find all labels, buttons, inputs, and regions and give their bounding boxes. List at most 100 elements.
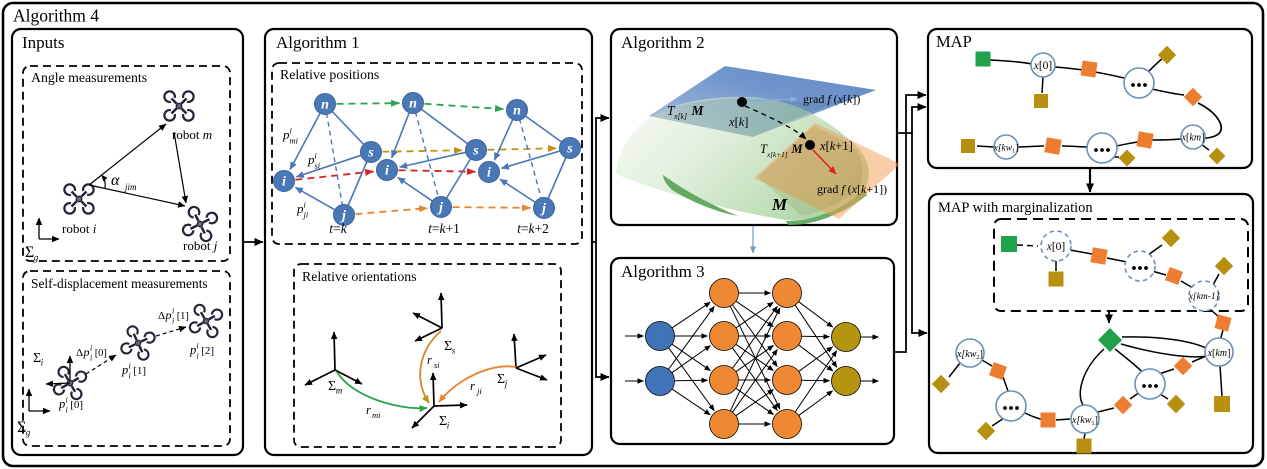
svg-text:Relative positions: Relative positions xyxy=(280,67,379,82)
svg-text:i: i xyxy=(172,317,174,326)
svg-text:x[kw2]: x[kw2] xyxy=(956,349,983,361)
svg-text:p: p xyxy=(121,363,128,377)
svg-text:Δ: Δ xyxy=(76,347,83,359)
svg-text:s: s xyxy=(566,142,573,157)
svg-text:ji: ji xyxy=(476,386,482,396)
svg-text:[2]: [2] xyxy=(201,345,214,357)
svg-text:robot i: robot i xyxy=(62,221,97,236)
svg-text:Algorithm 1: Algorithm 1 xyxy=(276,33,360,52)
svg-text:Σ: Σ xyxy=(328,379,336,394)
svg-text:x[0]: x[0] xyxy=(1033,60,1053,72)
svg-text:i: i xyxy=(66,396,68,405)
svg-text:[0]: [0] xyxy=(95,348,107,359)
svg-text:[1]: [1] xyxy=(133,365,146,377)
svg-text:m: m xyxy=(336,386,343,396)
svg-text:g: g xyxy=(26,428,31,438)
svg-text:p: p xyxy=(165,308,172,322)
svg-text:t=k: t=k xyxy=(329,221,347,236)
svg-text:x[0]: x[0] xyxy=(1046,241,1066,253)
svg-text:p: p xyxy=(83,345,90,359)
svg-text:robot m: robot m xyxy=(172,127,212,142)
svg-text:Self-displacement measurements: Self-displacement measurements xyxy=(31,276,208,291)
svg-text:Σ: Σ xyxy=(25,244,34,261)
svg-text:i: i xyxy=(90,344,92,353)
svg-text:Σ: Σ xyxy=(17,419,26,436)
svg-text:M: M xyxy=(691,103,705,118)
svg-text:x[k]: x[k] xyxy=(728,115,748,129)
svg-text:n: n xyxy=(513,104,521,119)
svg-text:T: T xyxy=(760,142,768,156)
svg-text:mi: mi xyxy=(372,410,381,420)
svg-text:i: i xyxy=(197,352,199,361)
svg-text:x[k+1]: x[k+1] xyxy=(766,151,788,159)
svg-text:Angle measurements: Angle measurements xyxy=(31,70,147,85)
svg-text:i: i xyxy=(129,372,131,381)
svg-text:x[k+1]: x[k+1] xyxy=(819,139,853,153)
svg-text:M: M xyxy=(771,195,788,214)
svg-text:j: j xyxy=(540,202,546,217)
svg-text:Algorithm 2: Algorithm 2 xyxy=(621,33,705,52)
svg-text:s: s xyxy=(472,144,479,159)
svg-text:t=k+2: t=k+2 xyxy=(517,221,549,236)
svg-text:T: T xyxy=(667,103,676,118)
svg-text:Algorithm 3: Algorithm 3 xyxy=(621,262,705,281)
svg-text:i: i xyxy=(90,354,92,363)
svg-text:Σ: Σ xyxy=(444,339,452,354)
svg-text:s: s xyxy=(452,346,456,356)
svg-text:p: p xyxy=(296,201,304,216)
svg-text:x[km]: x[km] xyxy=(1181,133,1205,144)
svg-text:p: p xyxy=(58,397,65,411)
svg-text:i: i xyxy=(447,421,450,431)
svg-text:jim: jim xyxy=(124,182,137,192)
svg-text:i: i xyxy=(172,307,174,316)
svg-text:Inputs: Inputs xyxy=(22,33,65,52)
svg-text:i: i xyxy=(315,151,318,161)
svg-text:j: j xyxy=(504,379,508,389)
svg-text:i: i xyxy=(282,175,286,190)
svg-text:s: s xyxy=(367,146,374,161)
svg-text:x[k]: x[k] xyxy=(673,112,687,121)
svg-text:grad f (x[k+1]): grad f (x[k+1]) xyxy=(817,182,887,196)
svg-text:i: i xyxy=(41,358,44,368)
svg-text:Σ: Σ xyxy=(497,372,505,387)
svg-text:i: i xyxy=(197,342,199,351)
svg-text:Relative orientations: Relative orientations xyxy=(302,269,417,284)
svg-text:g: g xyxy=(34,253,39,263)
svg-text:i: i xyxy=(66,406,68,415)
svg-text:r: r xyxy=(470,379,475,393)
svg-text:α: α xyxy=(111,172,120,189)
svg-text:x[kw1]: x[kw1] xyxy=(993,144,1019,155)
svg-text:n: n xyxy=(321,98,329,113)
svg-text:p: p xyxy=(307,152,315,167)
svg-text:Δ: Δ xyxy=(158,310,165,322)
svg-text:p: p xyxy=(189,343,196,357)
svg-text:si: si xyxy=(434,360,440,370)
svg-text:mi: mi xyxy=(290,136,299,146)
svg-text:i: i xyxy=(487,166,491,181)
svg-text:robot j: robot j xyxy=(183,238,218,253)
svg-text:i: i xyxy=(129,362,131,371)
svg-text:i: i xyxy=(304,200,307,210)
svg-text:i: i xyxy=(290,126,293,136)
svg-text:j: j xyxy=(340,209,346,224)
svg-text:j: j xyxy=(437,201,443,216)
svg-text:[1]: [1] xyxy=(177,311,189,322)
svg-text:i: i xyxy=(385,164,389,179)
svg-text:x[km]: x[km] xyxy=(1207,348,1231,359)
svg-text:t=k+1: t=k+1 xyxy=(428,221,460,236)
svg-text:x[kw1]: x[kw1] xyxy=(1071,415,1098,427)
svg-text:M: M xyxy=(791,142,804,156)
svg-text:Algorithm 4: Algorithm 4 xyxy=(13,6,99,26)
svg-text:ji: ji xyxy=(303,210,309,220)
svg-text:[0]: [0] xyxy=(70,399,83,411)
svg-text:MAP with marginalization: MAP with marginalization xyxy=(938,200,1093,216)
svg-text:si: si xyxy=(315,161,321,171)
svg-text:r: r xyxy=(366,403,371,417)
svg-text:p: p xyxy=(282,127,290,142)
svg-text:x[km-1]: x[km-1] xyxy=(1188,292,1220,302)
svg-text:grad f (x[k]): grad f (x[k]) xyxy=(803,92,860,106)
svg-text:n: n xyxy=(409,97,417,112)
svg-text:MAP: MAP xyxy=(936,32,972,51)
svg-text:Σ: Σ xyxy=(439,414,447,429)
svg-text:Σ: Σ xyxy=(33,351,41,366)
